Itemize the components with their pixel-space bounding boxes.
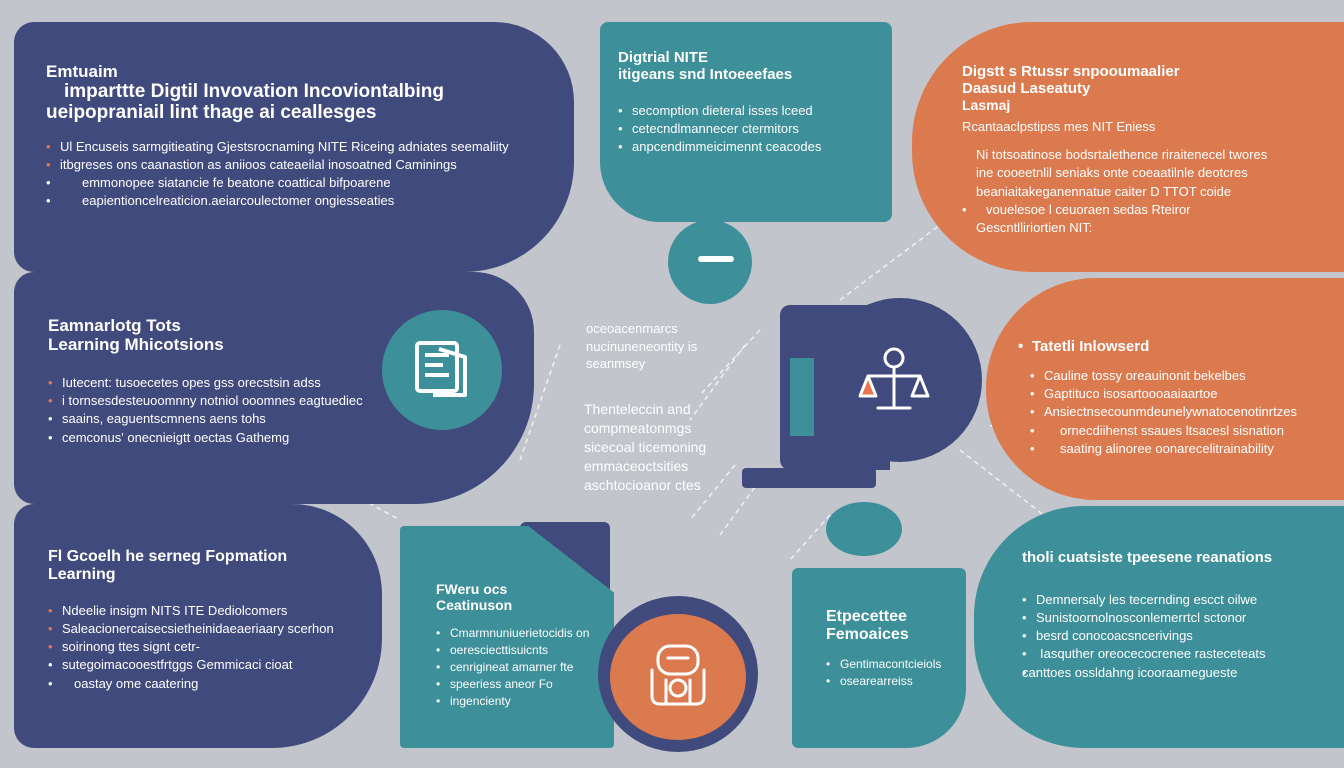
- robot-icon: [650, 644, 706, 706]
- center-base-bar: [742, 468, 876, 488]
- text-line: nucinuneneontity is: [586, 338, 698, 354]
- panel-title-line: Digstt s Rtussr snpooumaalier: [962, 63, 1180, 80]
- text-line: Thenteleccin and: [584, 401, 691, 417]
- connector-circle: [826, 502, 902, 556]
- panel-top-right: Digstt s Rtussr snpooumaalier Daasud Las…: [912, 22, 1344, 272]
- text-line: seanmsey: [586, 356, 646, 372]
- list-item: Tatetli Inlowserd: [1018, 336, 1338, 357]
- list-item: Sunistoornolnosconlemerrtcl sctonor: [1022, 609, 1342, 627]
- center-text-block: oceoacenmarcs nucinuneneontity is seanms…: [586, 320, 726, 373]
- panel-title-line: Learning Mhicotsions: [48, 335, 224, 355]
- panel-top-mid: Digtrial NITE itigeans snd Intoeeefaes s…: [600, 22, 892, 222]
- scale-icon: [858, 347, 930, 410]
- list-item: anpcendimmeicimennt ceacodes: [618, 138, 888, 156]
- panel-title-line: tholi cuatsiste tpeesene reanations: [1022, 549, 1273, 566]
- panel-subtitle: Rcantaaclpstipss mes NIT Eniess: [962, 119, 1156, 135]
- list-item: Gaptituco isosartoooaaiaartoe: [1030, 385, 1338, 403]
- text-line: emmaceoctsities: [584, 457, 689, 474]
- list-item: i tornsesdesteuoomnny notniol ooomnes ea…: [48, 392, 388, 410]
- list-item: Gentimacontcieiols: [826, 656, 966, 673]
- list-item: emmonopee siatancie fe beatone coattical…: [46, 174, 566, 192]
- connector-circle: [668, 220, 752, 304]
- list-item: beaniaitakeganennatue caiter D TTOT coid…: [962, 183, 1332, 201]
- panel-mid-right: Tatetli Inlowserd Cauline tossy oreauino…: [986, 278, 1344, 500]
- panel-title-line: Etpecettee: [826, 608, 907, 625]
- list-item: secomption dieteral isses lceed: [618, 102, 888, 120]
- panel-title-line: itigeans snd Intoeeefaes: [618, 65, 793, 83]
- panel-title-line: Digtrial NITE: [618, 49, 709, 66]
- icon-circle: [610, 614, 746, 740]
- list-item: vouelesoe l ceuoraen sedas Rteiror: [962, 201, 1332, 219]
- list-item: Ul Encuseis sarmgitieating Gjestsrocnami…: [46, 138, 566, 156]
- panel-title-line: Emtuaim: [46, 62, 118, 81]
- panel-bottom-right: tholi cuatsiste tpeesene reanations Demn…: [974, 506, 1344, 748]
- list-item: cetecndlmannecer ctermitors: [618, 120, 888, 138]
- panel-mid-left: Eamnarlotg Tots Learning Mhicotsions Iut…: [14, 272, 534, 504]
- panel-title-line: Fl Gcoelh he serneg Fopmation: [48, 548, 288, 565]
- list-item: Ndeelie insigm NITS ITE Dediolcomers: [48, 602, 378, 620]
- list-item: cenrigineat amarner fte: [436, 659, 614, 676]
- list-item: itbgreses ons caanastion as aniioos cate…: [46, 156, 566, 174]
- list-item: eapientioncelreaticion.aeiarcoulectomer …: [46, 192, 566, 210]
- list-item: Ni totsoatinose bodsrtalethence riraiten…: [962, 146, 1332, 164]
- text-line: sicecoal ticemoning: [584, 438, 707, 455]
- panel-title-line: Daasud Laseatuty: [962, 79, 1091, 97]
- panel-title-line: Femoaices: [826, 625, 909, 643]
- panel-bottom-mid2: Etpecettee Femoaices Gentimacontcieiols …: [792, 568, 966, 748]
- list-item: soirinong ttes signt cetr-: [48, 638, 378, 656]
- text-line: aschtocioanor ctes: [584, 476, 701, 493]
- panel-title-line: Ceatinuson: [436, 596, 513, 613]
- center-text-block: Thenteleccin and compmeatonmgs sicecoal …: [584, 400, 724, 494]
- panel-bottom-left: Fl Gcoelh he serneg Fopmation Learning N…: [14, 504, 382, 748]
- icon-circle: [818, 298, 982, 462]
- list-item: Cmarmnuniuerietocidis on: [436, 625, 614, 642]
- list-item: Ansiectnsecounmdeunelywnatocenotinrtzes: [1030, 403, 1338, 421]
- list-item: canttoes ossldahng icooraamegueste: [1022, 664, 1342, 682]
- list-item: osearearreiss: [826, 673, 966, 690]
- list-item: oeresciecttisuicnts: [436, 642, 614, 659]
- list-item: Demnersaly les tecernding escct oilwe: [1022, 591, 1342, 609]
- list-item: Iasquther oreocecocrenee rasteceteats: [1022, 645, 1342, 663]
- text-line: compmeatonmgs: [584, 419, 692, 436]
- panel-title-line: Lasmaj: [962, 96, 1011, 113]
- list-item: besrd conocoacsncerivings: [1022, 627, 1342, 645]
- icon-circle: [382, 310, 502, 430]
- list-item: Iutecent: tusoecetes opes gss orecstsin …: [48, 374, 388, 392]
- list-item: sutegoimacooestfrtggs Gemmicaci cioat: [48, 656, 378, 674]
- list-item: ine cooeetnlil seniaks onte coeaatilnle …: [962, 164, 1332, 182]
- panel-bottom-mid: FWeru ocs Ceatinuson Cmarmnuniuerietocid…: [400, 526, 614, 748]
- list-item: ornecdiihenst ssaues ltsacesl sisnation: [1030, 422, 1338, 440]
- panel-top-left: Emtuaim imparttte Digtil Invovation Inco…: [14, 22, 574, 272]
- document-icon: [415, 341, 467, 397]
- panel-title-line: ueipopraniail lint thage ai ceallesges: [46, 102, 377, 124]
- text-line: oceoacenmarcs: [586, 321, 678, 336]
- panel-title-line: imparttte Digtil Invovation Incoviontalb…: [64, 81, 445, 103]
- list-item: saating alinoree oonarecelitrainability: [1030, 440, 1338, 458]
- list-item: saains, eaguentscmnens aens tohs: [48, 410, 388, 428]
- center-teal-tab: [790, 358, 814, 436]
- panel-title-line: Learning: [48, 565, 116, 583]
- list-item: ingencienty: [436, 693, 614, 710]
- list-item: Gescntlliriortien NIT:: [962, 219, 1332, 237]
- list-item: Saleacionercaisecsietheinidaeaeriaary sc…: [48, 620, 378, 638]
- panel-title-line: FWeru ocs: [436, 581, 508, 597]
- list-item: oastay ome caatering: [48, 675, 378, 693]
- list-item: cemconus' onecnieigtt oectas Gathemg: [48, 429, 388, 447]
- list-item: speeriess aneor Fo: [436, 676, 614, 693]
- panel-title-line: Eamnarlotg Tots: [48, 316, 181, 335]
- list-item: Cauline tossy oreauinonit bekelbes: [1030, 367, 1338, 385]
